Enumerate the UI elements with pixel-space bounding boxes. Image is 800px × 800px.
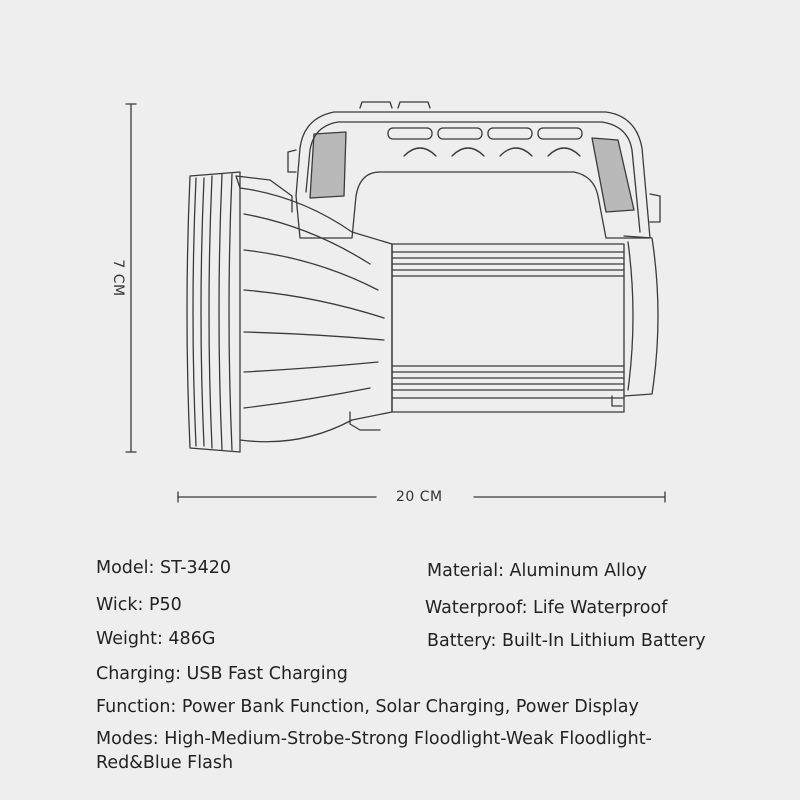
spec-wick: Wick: P50 — [96, 595, 182, 615]
flashlight-drawing — [125, 101, 666, 503]
width-dimension-line — [177, 491, 666, 503]
height-dimension-label: 7 CM — [110, 259, 126, 297]
spec-modes: Modes: High-Medium-Strobe-Strong Floodli… — [96, 729, 652, 773]
battery-body — [391, 235, 659, 413]
lamp-head — [186, 171, 393, 453]
spec-weight: Weight: 486G — [96, 629, 216, 649]
width-dimension-label: 20 CM — [396, 489, 443, 505]
spec-charging: Charging: USB Fast Charging — [96, 664, 348, 684]
spec-battery: Battery: Built-In Lithium Battery — [427, 631, 706, 651]
spec-material: Material: Aluminum Alloy — [427, 561, 647, 581]
height-dimension-line — [125, 103, 137, 453]
spec-model: Model: ST-3420 — [96, 558, 232, 578]
spec-function: Function: Power Bank Function, Solar Cha… — [96, 697, 639, 717]
spec-waterproof: Waterproof: Life Waterproof — [425, 598, 668, 618]
handle — [287, 101, 661, 239]
